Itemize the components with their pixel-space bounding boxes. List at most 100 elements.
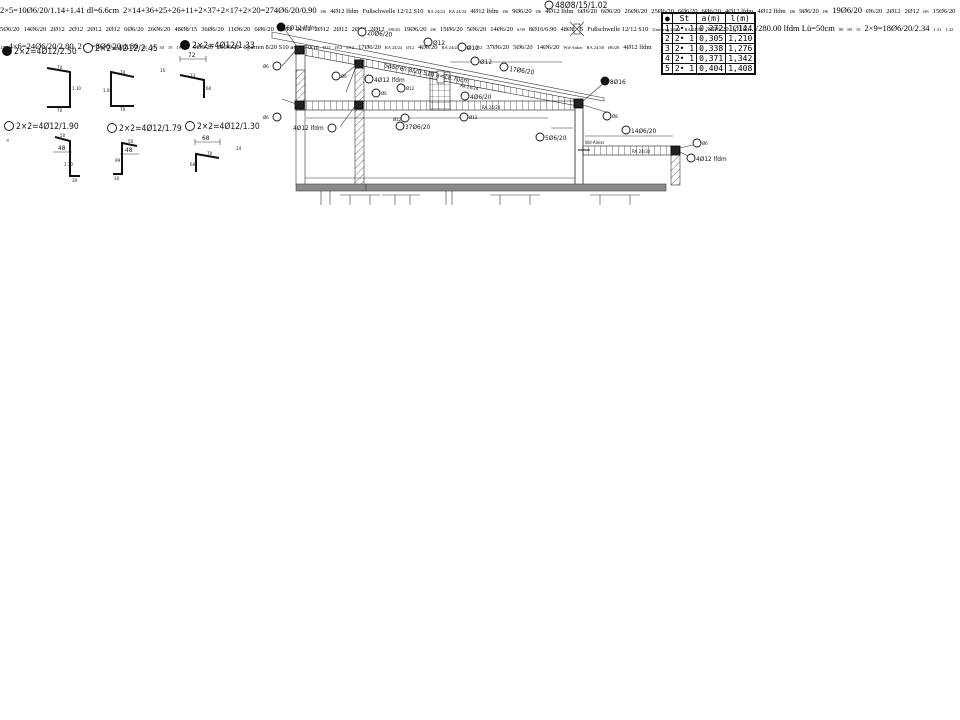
- label: Ø12: [334, 45, 343, 50]
- mark-circle-icon: 5Ø6/20 14Ø6/20 Wd-Anker RA 24/30 Ø6/20 4…: [513, 36, 652, 53]
- bending-shape-13: 6.90 8Ø16/6.90: [517, 18, 561, 35]
- label: 2Ø12: [87, 26, 102, 33]
- label: 11Ø6/20: [227, 26, 251, 33]
- dim: 63: [142, 45, 147, 50]
- mark-circle-icon: Ø6: [823, 0, 833, 17]
- dim: 70: [120, 107, 126, 113]
- shape-label: 2×2=4Ø12/2.50: [14, 46, 77, 57]
- bending-shape-11: 80 80 19 2×9=18Ø6/20/2.34: [839, 18, 934, 35]
- mark-circle-icon: [371, 88, 381, 98]
- mark-circle-icon: [395, 121, 405, 131]
- label: Ø6/20: [388, 27, 400, 32]
- label: 2Ø12: [68, 26, 84, 33]
- label: Ø12: [393, 116, 402, 123]
- label: 9Ø6/20: [799, 8, 819, 15]
- label: 26Ø6/20: [147, 26, 171, 33]
- dim: 30: [159, 45, 164, 50]
- shape-label: 2×2=4Ø12/1.33: [192, 40, 255, 51]
- shape-label: 4×6=24Ø6/20/2.80: [8, 41, 74, 51]
- label: Ø6: [381, 90, 387, 97]
- bending-shape-1: 48Ø8/15/1.02: [544, 0, 608, 37]
- label: 4Ø12 lfdm: [470, 8, 499, 15]
- label: 6Ø6/20: [678, 8, 698, 15]
- label: 2Ø12: [314, 26, 330, 33]
- shape-label: Ø12... /280.00 lfdm Lü=50cm: [732, 23, 835, 33]
- label: 37Ø6/20: [405, 123, 430, 131]
- dim: 15: [160, 68, 166, 74]
- mark-circle-icon: 9Ø6/20 Ø6: [799, 0, 832, 17]
- dim: 99: [115, 158, 121, 164]
- label: Ø8: [612, 113, 618, 120]
- label: 9Ø6/20: [193, 44, 213, 51]
- mark-circle-icon: [400, 113, 410, 123]
- mark-circle-icon: [457, 42, 467, 52]
- cell: 3: [661, 43, 673, 54]
- label: 6Ø12 lfdm: [286, 24, 317, 32]
- mark-circle-icon: 2×14+36+25+26+11+2×37+2×17+2×20=274Ø6/20…: [123, 0, 320, 17]
- label: 15Ø6/20: [440, 26, 463, 33]
- mark-circle-icon: Ø6/20 19Ø6/20 Ø6 15Ø6/20 5Ø6/20 14Ø6/20: [389, 18, 518, 35]
- bending-shape-4: 2×2=4Ø12/2.45 70 1.05 70: [83, 43, 158, 113]
- mark-circle-icon: 2Ø12 Ø6/20 19Ø6/20 Ø6 15Ø6/20 5Ø6/20 14Ø…: [370, 18, 517, 35]
- label: Ø12: [474, 45, 483, 50]
- label: Ø12: [469, 114, 478, 121]
- cell: 0,338: [696, 43, 727, 54]
- label: 2Ø12: [296, 26, 311, 33]
- bending-shape-2: 2×14+36+25+26+11+2×37+2×17+2×20=274Ø6/20…: [123, 0, 320, 17]
- label: Ø6: [789, 9, 796, 14]
- mark-circle-icon: [499, 62, 509, 72]
- bending-shape-8: 2×2=4Ø12/1.33 72 73 60 15: [160, 40, 255, 98]
- label: 4Ø6/20: [417, 44, 438, 51]
- bending-shape-5: 2×2=4Ø12/2.50 70 1.10 70: [2, 46, 81, 114]
- dim: 70: [57, 65, 63, 71]
- dim: 48: [58, 144, 66, 152]
- dim: 6.90: [517, 27, 525, 32]
- beam-label: RA 24/24: [448, 9, 467, 14]
- mark-circle-icon: [460, 91, 470, 101]
- label: Ø6: [320, 9, 327, 14]
- dim: 14: [236, 146, 242, 152]
- shape-label: 2×2=4Ø12/1.79: [119, 123, 182, 134]
- mark-circle-icon: [396, 83, 406, 93]
- table-header: St: [671, 12, 698, 24]
- label: Ø6/20: [865, 8, 883, 15]
- mark-circle-icon: Ø12 4Ø6/20 RA 24/24 Ø12 Ø12 37Ø6/20 5Ø6/…: [406, 36, 651, 53]
- label: 9Ø6/20: [512, 8, 532, 15]
- mark-circle-icon: [331, 71, 341, 81]
- label: 2Ø12: [105, 26, 121, 33]
- table-row: 1 2• 1 0,272 1,144: [661, 23, 756, 34]
- cell: 1,276: [725, 43, 756, 54]
- mark-circle-icon: 4Ø12 lfdm: [623, 36, 651, 53]
- dim: 68: [202, 134, 210, 142]
- mark-circle-icon: 19Ø6/20 Ø6 15Ø6/20 5Ø6/20 14Ø6/20: [404, 18, 517, 35]
- label: Ø12: [462, 45, 471, 50]
- mark-circle-icon: 2Ø12 Ø6/20 19Ø6/20 Ø6 15Ø6/20 5Ø6/20 14Ø…: [370, 18, 517, 35]
- dim: 50: [128, 139, 134, 145]
- label: 17Ø6/20: [358, 44, 381, 51]
- dim: 25: [150, 45, 156, 50]
- label: 17Ø6/20: [509, 65, 535, 76]
- label: Ø12: [433, 39, 445, 47]
- mark-circle-icon: 14Ø6/20: [490, 18, 517, 35]
- mark-circle-icon: Ø6 15Ø6/20 5Ø6/20 14Ø6/20: [431, 18, 518, 35]
- shape-label: 8Ø16/6.90: [528, 26, 557, 33]
- cell: 5: [661, 63, 673, 75]
- mark-circle-icon: [692, 138, 702, 148]
- label: 48Ø8/15: [560, 26, 584, 33]
- dim: 17: [0, 45, 5, 50]
- mark-circle-icon: [544, 0, 554, 10]
- mark-circle-icon: 15Ø6/20 5Ø6/20 14Ø6/20: [440, 18, 517, 35]
- mark-circle-icon: [4, 121, 14, 131]
- dim: 80: [838, 27, 844, 32]
- label: 2Ø12: [50, 26, 65, 33]
- cell: 1: [661, 23, 673, 34]
- label: 4Ø12 lfdm: [545, 8, 574, 15]
- table-header: a(m): [696, 12, 727, 24]
- label: 19Ø6/20: [832, 5, 862, 15]
- label: Ø6: [923, 9, 929, 14]
- label: 5Ø6/20: [513, 44, 533, 51]
- mark-circle-icon: 4Ø12 lfdm Ø6 9Ø6/20 Ø6: [757, 0, 832, 17]
- label: Ø6: [702, 140, 708, 147]
- dim: 80: [847, 27, 852, 32]
- label: 2Ø12: [904, 8, 920, 15]
